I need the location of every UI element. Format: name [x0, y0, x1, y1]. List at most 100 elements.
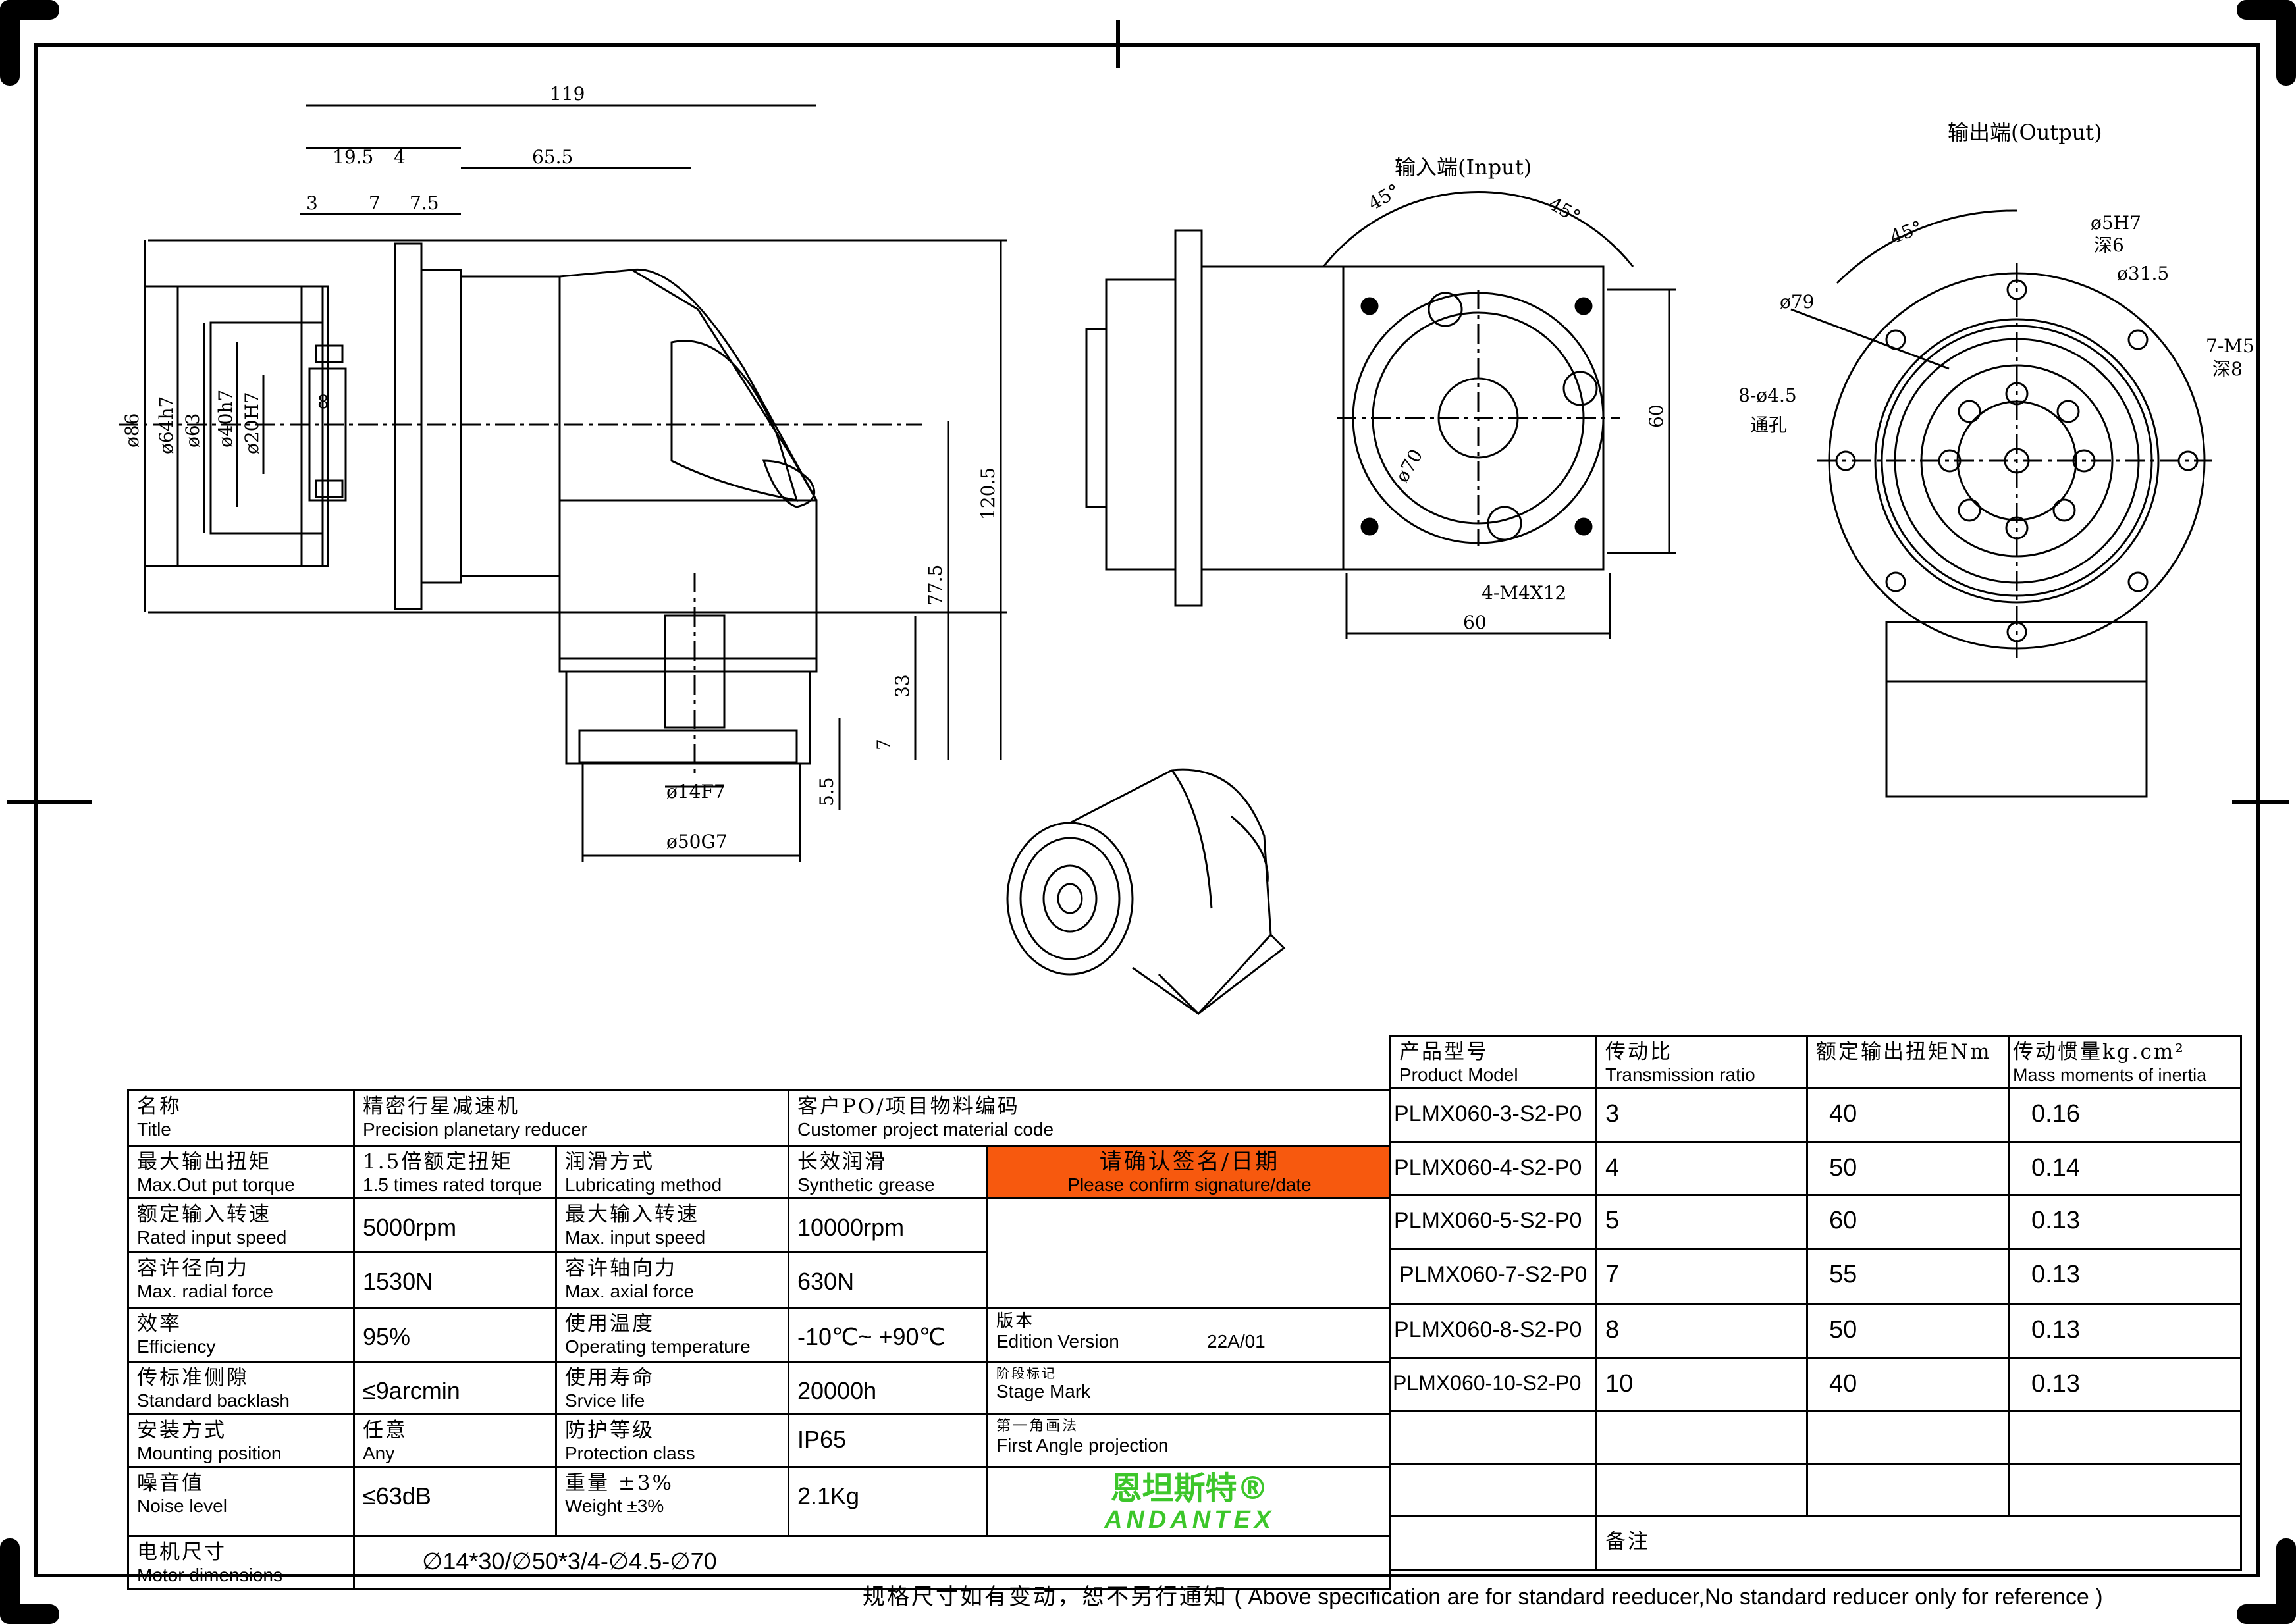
empty-cell: [1389, 1410, 1597, 1465]
empty-cell: [1390, 1516, 1597, 1571]
dim-label: ø14F7: [666, 781, 726, 802]
dim-label: 7: [369, 192, 381, 214]
dim-label: 45°: [1887, 217, 1925, 248]
torque-cell: 50: [1806, 1303, 2010, 1359]
dim-label: 8: [317, 391, 329, 413]
dim-label: ø79: [1780, 291, 1815, 313]
model-cell: PLMX060-10-S2-P0: [1389, 1357, 1597, 1412]
model-cell: PLMX060-7-S2-P0: [1389, 1248, 1597, 1305]
inertia-cell: 0.13: [2008, 1248, 2242, 1305]
table-row: PLMX060-8-S2-P0 8 50 0.13: [1389, 1303, 2242, 1359]
output-view-title: 输出端(Output): [1948, 120, 2102, 145]
dim-label: ø70: [1391, 446, 1427, 486]
frame-corner: [2276, 0, 2296, 86]
empty-cell: [1595, 1410, 1808, 1465]
dim-label: 19.5: [333, 146, 373, 168]
spec-value-temperature: -10℃~ +90℃: [788, 1307, 988, 1363]
input-view: [1085, 190, 1676, 639]
dim-label: 120.5: [977, 467, 999, 520]
empty-cell: [1389, 1463, 1597, 1517]
remarks-cell: 备注: [1595, 1515, 2242, 1571]
spec-value-rated-speed: 5000rpm: [353, 1197, 557, 1253]
spec-value-protection: IP65: [788, 1413, 988, 1468]
spec-value-max-speed: 10000rpm: [788, 1197, 988, 1253]
spec-value-efficiency: 95%: [353, 1307, 557, 1363]
spec-value-service-life: 20000h: [788, 1361, 988, 1415]
ratio-cell: 8: [1595, 1303, 1808, 1359]
model-cell: PLMX060-5-S2-P0: [1389, 1194, 1597, 1250]
dim-label: 7.5: [410, 192, 439, 214]
dim-label: 119: [550, 83, 585, 105]
empty-cell: [1806, 1463, 2010, 1517]
ratio-cell: 10: [1595, 1357, 1808, 1412]
dim-label: ø64h7: [155, 396, 177, 454]
spec-value-weight: 2.1Kg: [788, 1466, 988, 1537]
frame-corner: [0, 1538, 20, 1624]
dim-label: ø63: [182, 413, 203, 448]
spec-label-weight: 重量 ±3%Weight ±3%: [555, 1466, 789, 1537]
inertia-cell: 0.14: [2008, 1141, 2242, 1196]
spec-value-noise: ≤63dB: [353, 1466, 557, 1537]
dim-label: 60: [1463, 612, 1487, 633]
dim-label: ø31.5: [2117, 263, 2169, 284]
header-rated-torque: 额定输出扭矩Nm: [1806, 1035, 2010, 1089]
input-view-dims: 输入端(Input) 45° 45° 60 ø70 4-M4X12 60: [1364, 155, 1667, 633]
dim-label: ø40h7: [215, 390, 236, 448]
dim-label: 33: [892, 674, 913, 698]
dim-label: 深8: [2212, 358, 2243, 380]
ratio-cell: 7: [1595, 1248, 1808, 1305]
empty-cell: [2008, 1410, 2242, 1465]
model-cell: PLMX060-4-S2-P0: [1389, 1141, 1597, 1196]
torque-cell: 55: [1806, 1248, 2010, 1305]
model-cell: PLMX060-3-S2-P0: [1389, 1087, 1597, 1143]
model-cell: PLMX060-8-S2-P0: [1389, 1303, 1597, 1359]
company-logo: 恩坦斯特®ANDANTEX: [986, 1466, 1392, 1537]
dim-label: 通孔: [1750, 414, 1787, 436]
inertia-cell: 0.13: [2008, 1194, 2242, 1250]
dim-label: 4-M4X12: [1482, 582, 1566, 604]
dim-label: ø86: [121, 413, 143, 448]
footer-note-en: ( Above specification are for standard r…: [1234, 1585, 2103, 1610]
empty-cell: [1806, 1410, 2010, 1465]
dim-label: 8-ø4.5: [1738, 384, 1797, 406]
torque-cell: 40: [1806, 1087, 2010, 1143]
table-row: PLMX060-3-S2-P0 3 40 0.16: [1389, 1087, 2242, 1143]
inertia-cell: 0.13: [2008, 1303, 2242, 1359]
table-row: PLMX060-5-S2-P0 5 60 0.13: [1389, 1194, 2242, 1250]
dim-label: ø20H7: [241, 392, 263, 454]
output-view-dims: 输出端(Output) 45° ø5H7 深6 ø31.5 ø79 7-M5 深…: [1738, 120, 2255, 436]
isometric-view: [1006, 768, 1286, 1015]
spec-value-radial-force: 1530N: [353, 1251, 557, 1309]
footer-note-zh: 规格尺寸如有变动，恕不另行通知: [863, 1584, 1228, 1610]
torque-cell: 50: [1806, 1141, 2010, 1196]
table-row: PLMX060-10-S2-P0 10 40 0.13: [1389, 1357, 2242, 1412]
footer-note: 规格尺寸如有变动，恕不另行通知 ( Above specification ar…: [863, 1579, 2103, 1611]
dim-label: ø50G7: [666, 831, 728, 852]
